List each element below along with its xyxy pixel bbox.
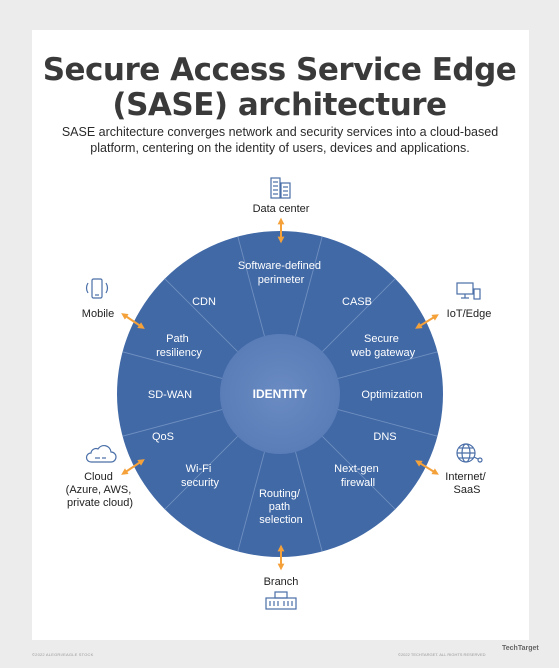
arrow-internet-saas (415, 460, 439, 475)
arrow-cloud (121, 459, 145, 475)
ring-divider (164, 278, 238, 352)
ring-divider (322, 436, 396, 510)
devices-icon (456, 282, 481, 300)
service-secure-web-gateway: Secure web gateway (350, 333, 416, 359)
service-software-defined-perimeter: Software-defined perimeter (238, 260, 324, 286)
endpoint-internet-saas: Internet/ SaaS (445, 471, 488, 496)
service-next-gen-firewall: Next-gen firewall (334, 463, 382, 489)
identity-core (220, 334, 340, 454)
ring-divider (337, 409, 438, 437)
ring-divider (295, 236, 323, 337)
service-optimization: Optimization (361, 389, 422, 401)
mobile-phone-icon (85, 278, 109, 299)
subtitle: SASE architecture converges network and … (60, 124, 500, 156)
arrow-iot-edge (415, 314, 439, 329)
branch-office-icon (265, 591, 297, 610)
ring-divider (237, 451, 265, 552)
service-path-resiliency: Path resiliency (156, 333, 202, 359)
ring-divider (322, 278, 396, 352)
page-title-line-1: Secure Access Service Edge (42, 52, 517, 88)
footer-credit: ©2022 ALEGRI/EAGLE STOCK (32, 652, 94, 657)
service-casb: CASB (342, 296, 372, 308)
ring-divider (237, 236, 265, 337)
endpoint-branch: Branch (264, 576, 299, 588)
arrow-mobile (121, 313, 145, 329)
footer-copyright: ©2022 TECHTARGET. ALL RIGHTS RESERVED (398, 652, 486, 657)
ring-divider (122, 409, 223, 437)
endpoint-cloud: Cloud (Azure, AWS, private cloud) (66, 471, 135, 509)
endpoint-data-center: Data center (253, 203, 310, 215)
ring-dividers (122, 236, 438, 552)
ring-divider (337, 351, 438, 379)
endpoint-iot-edge: IoT/Edge (447, 308, 492, 320)
ring-divider (164, 436, 238, 510)
techtarget-logo: TechTarget (502, 645, 539, 652)
identity-label: IDENTITY (253, 387, 308, 401)
cloud-icon (85, 444, 117, 463)
endpoint-mobile: Mobile (82, 308, 114, 320)
service-wifi-security: Wi-Fi security (181, 463, 219, 489)
service-cdn: CDN (192, 296, 216, 308)
ring-divider (122, 351, 223, 379)
page-title-line-2: (SASE) architecture (112, 87, 447, 123)
service-sd-wan: SD-WAN (148, 389, 192, 401)
service-routing-path-selection: Routing/ path selection (259, 488, 303, 526)
ring-divider (295, 451, 323, 552)
globe-network-icon (456, 443, 483, 463)
service-dns: DNS (373, 431, 396, 443)
service-qos: QoS (152, 431, 174, 443)
building-icon (270, 177, 291, 199)
subtitle-line-2: platform, centering on the identity of u… (90, 141, 470, 155)
subtitle-line-1: SASE architecture converges network and … (61, 125, 499, 139)
